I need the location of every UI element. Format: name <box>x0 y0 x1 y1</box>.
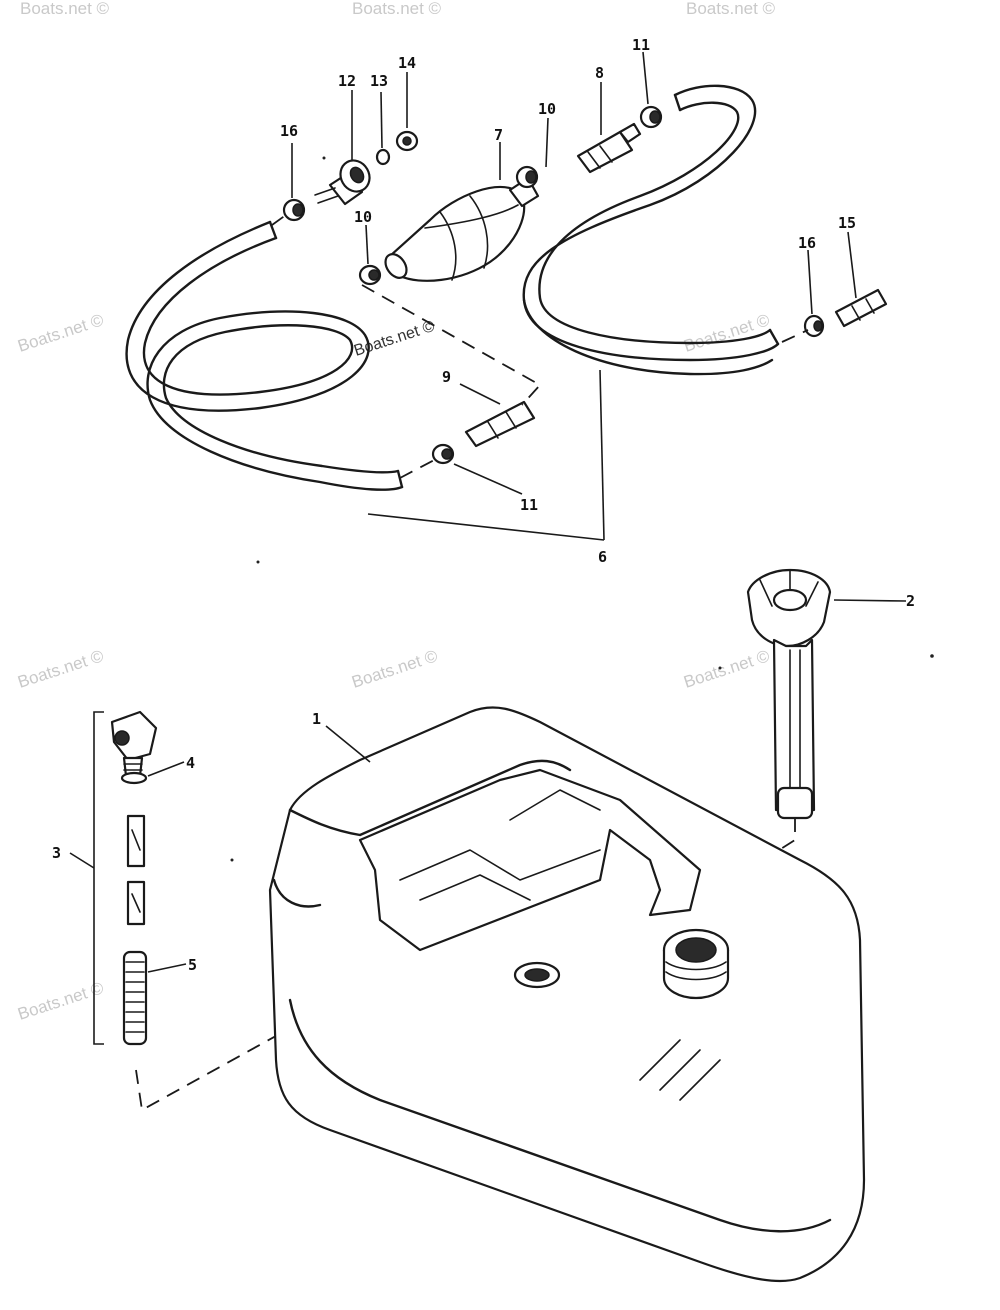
watermark-text: Boats.net © <box>20 0 110 18</box>
pickup-assembly-3 <box>93 710 158 1045</box>
callout-11: 11 <box>520 496 538 514</box>
watermark-text: Boats.net © <box>15 646 106 692</box>
callout-leaders <box>69 51 907 973</box>
watermark-text: Boats.net © <box>681 310 772 356</box>
scan-specks <box>230 156 934 862</box>
callout-3: 3 <box>52 844 61 862</box>
o-ring-4 <box>120 771 148 785</box>
callout-16: 16 <box>280 122 298 140</box>
clamp-10-top <box>515 165 539 189</box>
callout-7: 7 <box>494 126 503 144</box>
o-ring-13 <box>375 148 391 166</box>
filter-screen-5 <box>122 950 148 1046</box>
callout-5: 5 <box>188 956 197 974</box>
fuel-gauge-2 <box>746 568 832 820</box>
check-valve-9 <box>464 400 536 448</box>
callout-1: 1 <box>312 710 321 728</box>
callout-11: 11 <box>632 36 650 54</box>
callout-9: 9 <box>442 368 451 386</box>
callout-8: 8 <box>595 64 604 82</box>
fuel-hose-right-coil <box>522 84 780 376</box>
fitting-16-left <box>282 198 306 222</box>
callout-15: 15 <box>838 214 856 232</box>
hose-fitting-15 <box>834 288 888 328</box>
callout-16: 16 <box>798 234 816 252</box>
callout-14: 14 <box>398 54 416 72</box>
fuel-tank-1 <box>268 706 866 1283</box>
watermark-text: Boats.net © <box>686 0 776 18</box>
inline-watermark: Boats.net © <box>352 318 437 360</box>
watermark-text: Boats.net © <box>349 646 440 692</box>
assembly-lines-upper <box>271 211 809 479</box>
callout-10: 10 <box>538 100 556 118</box>
check-valve-8 <box>576 122 642 174</box>
callout-4: 4 <box>186 754 195 772</box>
callout-2: 2 <box>906 592 915 610</box>
fuel-connector-12 <box>314 159 371 206</box>
watermark-text: Boats.net © <box>15 978 106 1024</box>
primer-bulb <box>384 176 540 282</box>
callout-6: 6 <box>598 548 607 566</box>
callout-labels: 16 12 13 14 7 10 8 11 10 9 11 16 15 6 2 … <box>52 36 915 974</box>
watermark-text: Boats.net © <box>15 310 106 356</box>
callout-12: 12 <box>338 72 356 90</box>
callout-13: 13 <box>370 72 388 90</box>
clamp-16-right <box>803 314 825 338</box>
washer-14 <box>395 130 419 152</box>
clamp-10-mid <box>358 264 382 286</box>
clamp-11-mid <box>431 443 455 465</box>
fuel-hose-left-coil <box>125 220 404 491</box>
watermark-text: Boats.net © <box>681 646 772 692</box>
clamp-11-top <box>639 105 663 129</box>
watermark-text: Boats.net © <box>352 0 442 18</box>
callout-10: 10 <box>354 208 372 226</box>
pickup-tube <box>126 814 146 926</box>
